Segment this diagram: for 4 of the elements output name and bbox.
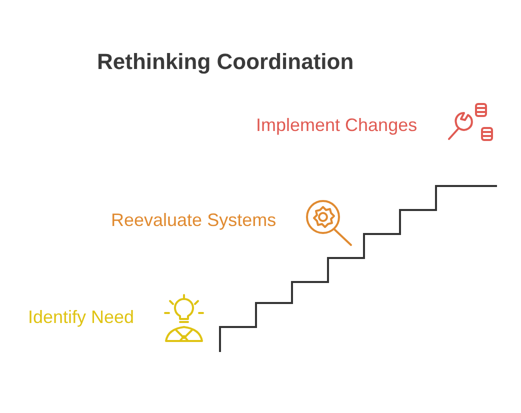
step-label: Implement Changes (256, 114, 418, 136)
step-label: Reevaluate Systems (111, 209, 276, 231)
title: Rethinking Coordination (97, 49, 354, 75)
step-label: Identify Need (28, 306, 134, 328)
